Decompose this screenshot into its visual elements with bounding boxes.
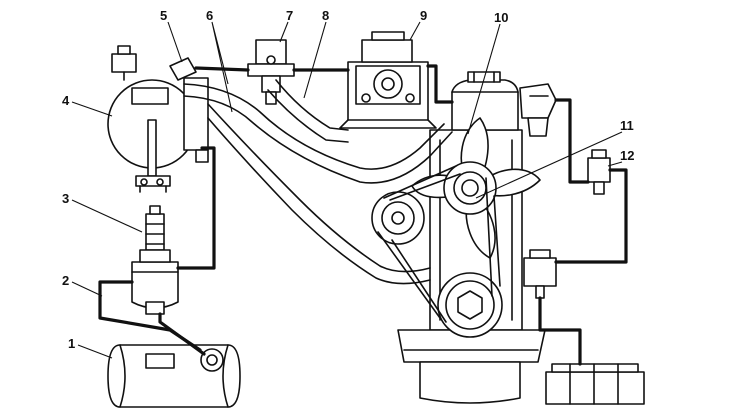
gas-cylinder-tank xyxy=(107,344,241,408)
solenoid-shutoff-valve xyxy=(139,205,171,263)
callout-12: 12 xyxy=(620,148,634,163)
callout-11: 11 xyxy=(620,118,634,133)
metering-valve xyxy=(247,39,295,105)
drive-belt xyxy=(377,165,501,323)
gas-lines xyxy=(98,64,628,366)
callout-8: 8 xyxy=(322,8,329,23)
callout-6: 6 xyxy=(206,8,213,23)
coolant-hoses xyxy=(183,79,453,285)
thermostat-housing xyxy=(519,83,557,137)
reducer-evaporator xyxy=(339,31,437,129)
callout-7: 7 xyxy=(286,8,293,23)
callout-2: 2 xyxy=(62,273,69,288)
callout-leaders xyxy=(71,21,623,359)
callout-4: 4 xyxy=(62,93,70,108)
callout-5: 5 xyxy=(160,8,167,23)
crankshaft-pulley xyxy=(437,272,503,338)
callout-1: 1 xyxy=(68,336,75,351)
callout-10: 10 xyxy=(494,10,508,25)
fitting-5 xyxy=(169,57,197,81)
callout-3: 3 xyxy=(62,191,69,206)
gas-filter xyxy=(131,261,179,315)
alternator-pulley xyxy=(371,191,425,245)
mixer-gauge-unit xyxy=(107,45,209,193)
canister xyxy=(545,363,645,405)
reservoir xyxy=(523,249,557,299)
callout-labels: 1 2 3 4 5 6 7 8 9 10 11 12 xyxy=(62,8,634,351)
sensor-12 xyxy=(587,149,611,195)
callout-9: 9 xyxy=(420,8,427,23)
